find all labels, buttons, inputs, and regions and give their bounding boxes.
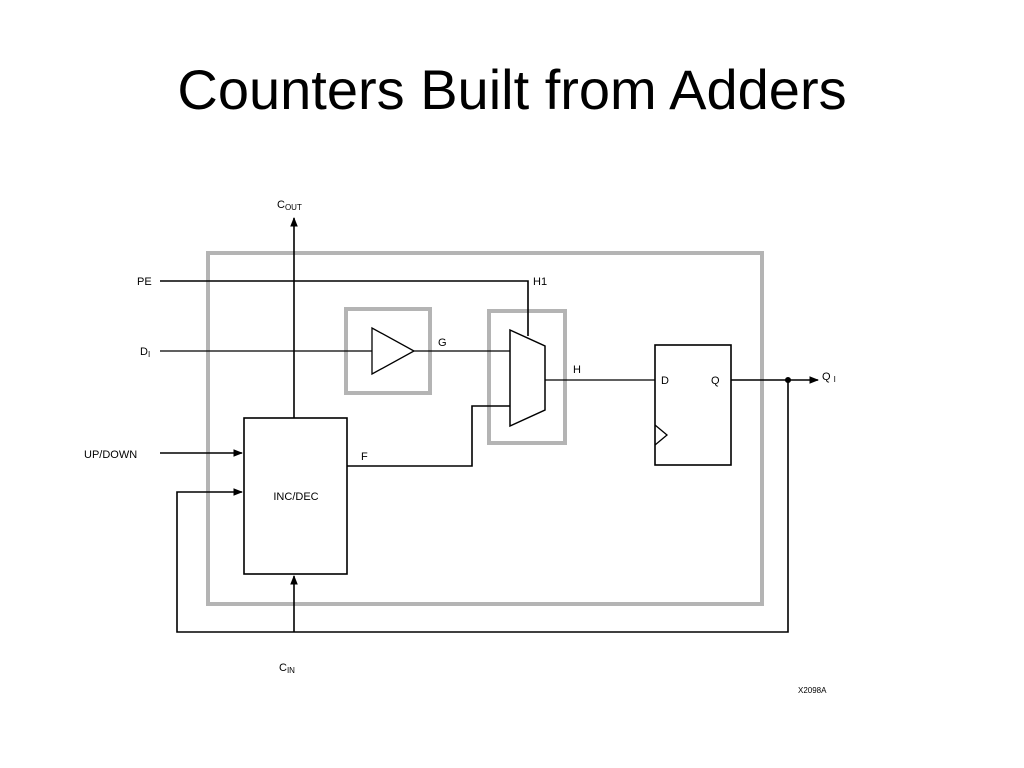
- mux-frame: [487, 309, 567, 445]
- multiplexer-symbol: [509, 328, 546, 428]
- incdec-label: INC/DEC: [273, 491, 318, 503]
- feedback-wire: [176, 380, 789, 633]
- ff-d-label: D: [661, 375, 669, 387]
- cout-label: COUT: [277, 199, 302, 212]
- clb-outer-frame: [206, 251, 764, 606]
- cin-label: CIN: [279, 662, 295, 675]
- d-flipflop: [654, 344, 732, 466]
- pe-label: PE: [137, 276, 152, 288]
- h-label: H: [573, 364, 581, 376]
- incdec-block: [243, 417, 348, 575]
- di-label: DI: [140, 346, 150, 359]
- f-wire: [347, 405, 510, 467]
- figure-id: X2098A: [798, 686, 827, 695]
- g-label: G: [438, 337, 447, 349]
- f-label: F: [361, 451, 368, 463]
- clock-triangle: [654, 424, 669, 446]
- buffer-symbol: [371, 326, 416, 376]
- pe-wire: [160, 280, 529, 336]
- page-title: Counters Built from Adders: [177, 58, 847, 121]
- h1-label: H1: [533, 276, 547, 288]
- ff-q-label: Q: [711, 375, 720, 387]
- updown-label: UP/DOWN: [84, 449, 137, 461]
